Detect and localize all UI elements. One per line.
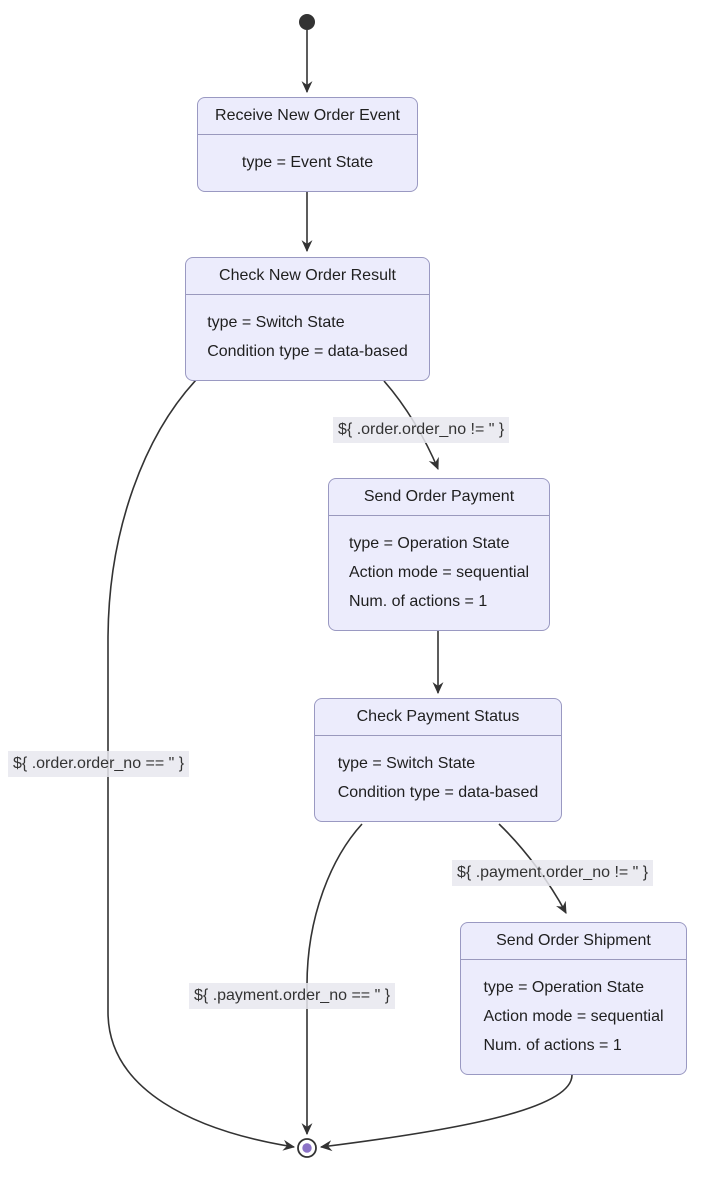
state-check-payment-status: Check Payment Status type = Switch State… [314,698,562,822]
state-check-new-order-result: Check New Order Result type = Switch Sta… [185,257,430,381]
state-body: type = Operation State Action mode = seq… [329,515,549,630]
state-send-order-shipment: Send Order Shipment type = Operation Sta… [460,922,687,1075]
edge-check-payment-to-end [301,823,363,1136]
state-title: Receive New Order Event [215,107,400,124]
edge-label-payment-not-empty: ${ .payment.order_no != " } [452,860,654,886]
state-attribute: Action mode = sequential [348,564,530,581]
state-body: type = Switch State Condition type = dat… [186,294,429,380]
state-attribute: Action mode = sequential [483,1008,664,1025]
state-attribute: type = Event State [241,154,374,171]
state-attribute: Condition type = data-based [337,784,539,801]
edge-label-order-not-empty: ${ .order.order_no != " } [333,417,510,443]
end-state-inner-dot [302,1143,312,1153]
edge-label-order-empty: ${ .order.order_no == " } [8,751,190,777]
start-state-dot [299,14,315,30]
state-attribute: Num. of actions = 1 [483,1037,622,1054]
state-body: type = Event State [198,134,417,191]
state-title: Check Payment Status [356,708,520,725]
state-attribute: type = Operation State [483,979,644,996]
state-title: Send Order Shipment [496,932,651,949]
state-attribute: type = Switch State [337,755,476,772]
state-body: type = Operation State Action mode = seq… [461,959,686,1074]
state-receive-new-order-event: Receive New Order Event type = Event Sta… [197,97,418,192]
edge-check-order-to-end [107,379,296,1151]
state-attribute: Num. of actions = 1 [348,593,488,610]
state-title: Check New Order Result [219,267,396,284]
state-send-order-payment: Send Order Payment type = Operation Stat… [328,478,550,631]
state-body: type = Switch State Condition type = dat… [315,735,561,821]
state-attribute: type = Operation State [348,535,510,552]
state-attribute: type = Switch State [207,314,345,331]
edge-shipment-to-end [319,1074,573,1152]
state-title: Send Order Payment [363,488,515,505]
edge-label-payment-empty: ${ .payment.order_no == " } [189,983,396,1009]
state-attribute: Condition type = data-based [207,343,408,360]
